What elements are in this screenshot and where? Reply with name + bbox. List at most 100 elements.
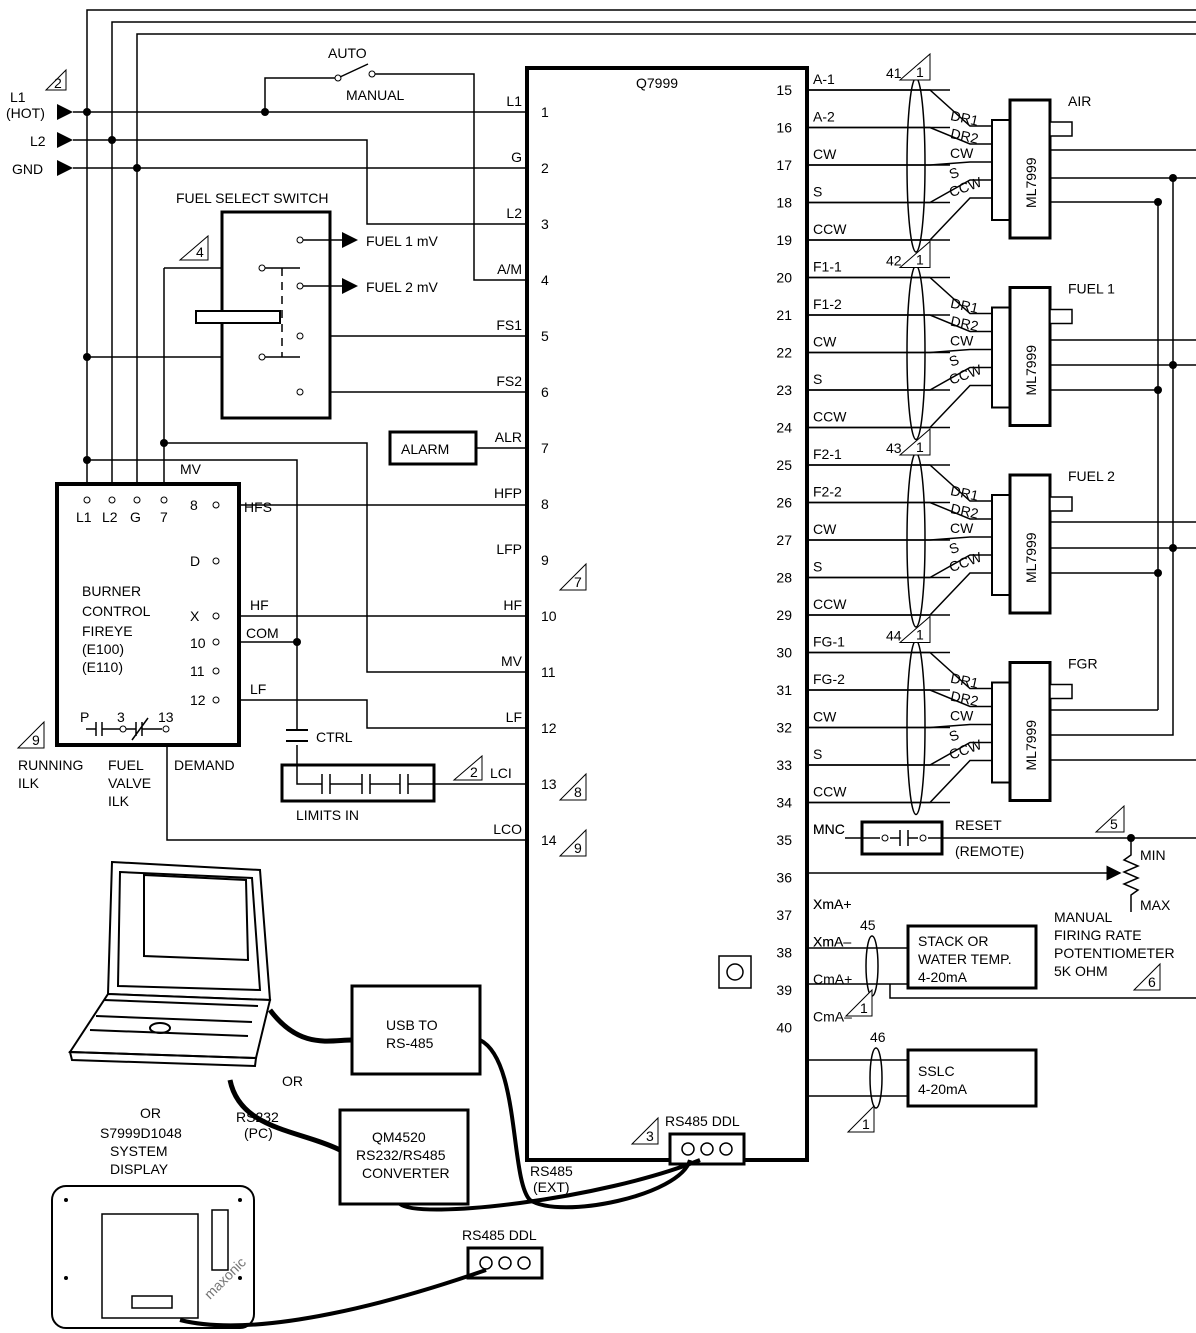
svg-text:10: 10 (190, 635, 206, 651)
terminal-number: 10 (541, 608, 557, 624)
terminal-number: 5 (541, 328, 549, 344)
svg-text:1: 1 (862, 1116, 870, 1132)
terminal-number: 24 (776, 420, 792, 436)
terminal-number: 28 (776, 570, 792, 586)
actuator-wire (807, 276, 992, 315)
actuator-terminal-label: DR1 (949, 482, 980, 504)
svg-text:MIN: MIN (1140, 847, 1166, 863)
svg-text:LIMITS IN: LIMITS IN (296, 807, 359, 823)
svg-text:ILK: ILK (108, 793, 130, 809)
svg-text:ALARM: ALARM (401, 441, 449, 457)
svg-text:5: 5 (1110, 816, 1118, 832)
terminal-signal: LF (506, 709, 522, 725)
svg-text:4-20mA: 4-20mA (918, 1081, 968, 1097)
interlock-labels: 9 RUNNING ILK FUEL VALVE ILK DEMAND (16, 720, 235, 809)
actuator-box (1008, 98, 1052, 240)
terminal-number: 4 (541, 272, 549, 288)
svg-text:(PC): (PC) (244, 1125, 273, 1141)
svg-text:MAX: MAX (1140, 897, 1171, 913)
svg-text:DISPLAY: DISPLAY (110, 1161, 169, 1177)
terminal-signal: CCW (813, 596, 847, 612)
actuator-wire (807, 554, 992, 579)
svg-text:GND: GND (12, 161, 43, 177)
terminal-signal: XmA+ (813, 896, 852, 912)
actuator-wire (807, 179, 992, 204)
cable-number: 44 (886, 628, 902, 644)
reset-and-pot: RESET (REMOTE) 5 MIN MAX MANUAL FIRING R… (807, 804, 1196, 999)
terminal-signal: F2-2 (813, 484, 842, 500)
actuator-wire (807, 723, 992, 729)
terminal-number: 38 (776, 945, 792, 961)
terminal-signal: CmA+ (813, 971, 852, 987)
terminal-signal: G (511, 149, 522, 165)
svg-text:4-20mA: 4-20mA (918, 969, 968, 985)
svg-text:OR: OR (282, 1073, 303, 1089)
terminal-signal: FS2 (496, 373, 522, 389)
terminal-number: 17 (776, 157, 792, 173)
actuator-wire (807, 464, 992, 502)
svg-text:RESET: RESET (955, 817, 1002, 833)
terminal-number: 25 (776, 457, 792, 473)
terminal-signal: HFP (494, 485, 522, 501)
actuator-terminal-label: S (947, 539, 961, 557)
actuator-terminal-label: CW (950, 708, 974, 724)
usb-converter: USB TO RS-485 QM4520 RS232/RS485 CONVERT… (140, 984, 701, 1212)
terminal-number: 34 (776, 795, 792, 811)
svg-text:P: P (80, 709, 89, 725)
svg-text:S7999D1048: S7999D1048 (100, 1125, 182, 1141)
actuator-connector (991, 494, 1011, 596)
terminal-signal: CCW (813, 221, 847, 237)
terminal-number: 7 (541, 440, 549, 456)
svg-text:FUEL 1 mV: FUEL 1 mV (366, 233, 438, 249)
terminal-signal: CW (813, 334, 837, 350)
terminal-number: 23 (776, 382, 792, 398)
actuator-model: ML7999 (1023, 157, 1039, 208)
actuator-shaft (1049, 121, 1073, 137)
terminal-number: 26 (776, 495, 792, 511)
actuator-connector (991, 306, 1011, 409)
actuator-wire (807, 161, 992, 166)
fuel-select-switch: FUEL SELECT SWITCH FUEL 1 mV FUEL 2 mV 4 (176, 190, 438, 420)
actuator-terminal-label: S (947, 726, 961, 744)
actuator-label: FUEL 1 (1068, 281, 1115, 297)
terminal-signal: LFP (496, 541, 522, 557)
svg-text:LCI: LCI (490, 765, 512, 781)
svg-text:11: 11 (190, 663, 205, 679)
note-triangle (898, 615, 931, 643)
terminal-signal: CW (813, 521, 837, 537)
terminal-signal: MNC (813, 821, 845, 837)
actuator-wire (807, 126, 992, 145)
svg-text:X: X (190, 608, 200, 624)
note-markers: 7 8 9 (558, 562, 587, 857)
terminal-signal: A-1 (813, 71, 835, 87)
actuator-wire (807, 348, 992, 354)
terminal-number: 40 (776, 1020, 792, 1036)
svg-text:1: 1 (860, 1000, 868, 1016)
actuator-terminal-label: DR1 (949, 670, 980, 692)
svg-text:7: 7 (160, 509, 168, 525)
svg-text:MANUAL: MANUAL (346, 87, 405, 103)
svg-text:SSLC: SSLC (918, 1063, 955, 1079)
actuator-box (1008, 661, 1052, 802)
laptop-icon (68, 860, 272, 1068)
terminal-number: 30 (776, 645, 792, 661)
svg-text:FIRING RATE: FIRING RATE (1054, 927, 1142, 943)
terminal-signal: FG-2 (813, 671, 845, 687)
terminal-signal: CCW (813, 409, 847, 425)
actuator-model: ML7999 (1023, 345, 1039, 396)
svg-text:G: G (130, 509, 141, 525)
auto-manual-switch: AUTO MANUAL (328, 45, 405, 103)
svg-text:STACK OR: STACK OR (918, 933, 989, 949)
terminal-signal: S (813, 371, 822, 387)
svg-text:L1: L1 (76, 509, 92, 525)
terminal-signal: LCO (493, 821, 522, 837)
terminal-number: 19 (776, 232, 792, 248)
svg-text:L2: L2 (102, 509, 118, 525)
svg-text:RS485: RS485 (530, 1163, 573, 1179)
terminal-signal: MNC (813, 821, 845, 837)
controller-q7999: Q7999 (525, 66, 809, 1162)
terminal-number: 8 (541, 496, 549, 512)
terminal-number: 36 (776, 870, 792, 886)
svg-text:9: 9 (32, 732, 40, 748)
svg-text:RS-485: RS-485 (386, 1035, 434, 1051)
